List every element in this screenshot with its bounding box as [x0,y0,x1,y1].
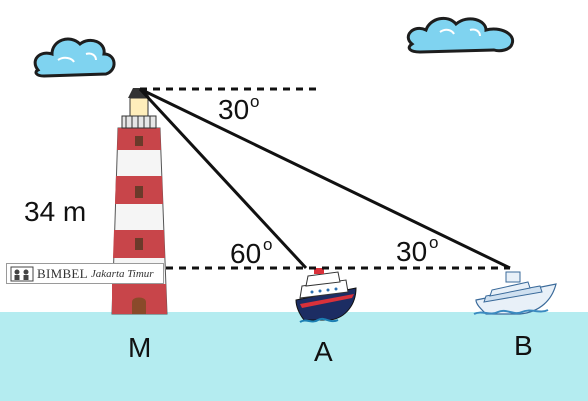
degree-mark-b: o [429,233,439,252]
angle-top-label: 30 [218,94,250,125]
height-label: 34 m [24,196,87,227]
ship-b [473,271,557,315]
watermark-badge: BIMBEL Jakarta Timur [6,263,164,284]
sea [0,312,588,401]
degree-mark-a: o [263,235,273,254]
watermark-brand: BIMBEL [37,265,88,281]
point-a-label: A [314,336,333,367]
ship-a [295,268,357,323]
tutor-icon [10,266,34,281]
watermark-region: Jakarta Timur [90,267,154,280]
degree-mark-top: o [250,92,260,111]
cloud-left [33,37,116,78]
line-top-to-b [139,87,511,270]
angle-a-label: 60 [230,238,262,269]
point-m-label: M [128,332,152,363]
cloud-right [406,16,515,54]
angle-b-label: 30 [396,236,428,267]
line-top-to-a [138,87,308,270]
point-b-label: B [514,330,533,361]
